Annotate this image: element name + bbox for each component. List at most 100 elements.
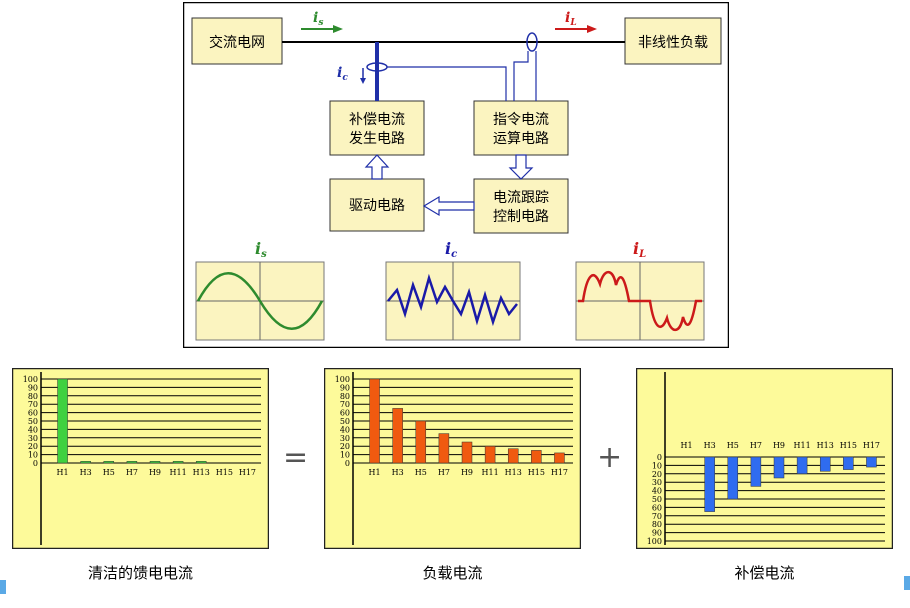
y-tick-label: 70 (28, 400, 38, 409)
x-tick-label: H7 (438, 468, 450, 477)
y-tick-label: 20 (28, 442, 38, 451)
x-tick-label: H3 (80, 468, 92, 477)
x-tick-label: H1 (681, 441, 693, 450)
x-tick-label: H1 (369, 468, 381, 477)
x-tick-label: H17 (551, 468, 568, 477)
bar-h5 (727, 456, 739, 500)
y-tick-label: 20 (652, 470, 662, 479)
y-tick-label: 60 (340, 409, 350, 418)
comp-gen-line1: 补偿电流 (349, 112, 405, 128)
y-tick-label: 70 (652, 512, 662, 521)
bar-h7 (126, 461, 138, 464)
y-tick-label: 80 (340, 392, 350, 401)
bar-h13 (507, 448, 519, 464)
caption-compensation-current: 补偿电流 (734, 564, 795, 582)
bar-h5 (103, 461, 115, 464)
caption-load-current: 负载电流 (422, 564, 483, 582)
waveform-ic-panel (385, 261, 521, 341)
comp-gen-line2: 发生电路 (349, 131, 405, 147)
x-tick-label: H1 (57, 468, 69, 477)
il-arrow: iL (555, 10, 597, 33)
bar-h5 (415, 420, 427, 464)
ic-feedback-wire (387, 66, 507, 101)
il-sensor (526, 32, 538, 52)
x-tick-label: H15 (528, 468, 545, 477)
source-box (191, 17, 283, 65)
y-tick-label: 40 (28, 425, 38, 434)
ic-top-label: ic (337, 65, 348, 83)
x-tick-label: H3 (704, 441, 716, 450)
waveform-ic (387, 273, 518, 327)
y-tick-label: 0 (33, 459, 38, 468)
chart-background (636, 368, 893, 549)
bar-h11 (484, 445, 496, 464)
bar-h11 (796, 456, 808, 475)
y-tick-label: 80 (652, 520, 662, 529)
y-tick-label: 60 (28, 409, 38, 418)
x-tick-label: H9 (461, 468, 473, 477)
is-arrow: is (301, 10, 343, 33)
y-tick-label: 20 (340, 442, 350, 451)
cmd-calc-line1: 指令电流 (493, 112, 549, 128)
waveform-il (578, 270, 702, 332)
y-tick-label: 60 (652, 503, 662, 512)
x-tick-label: H5 (103, 468, 115, 477)
y-tick-label: 50 (340, 417, 350, 426)
bar-h3 (392, 408, 403, 464)
bar-h3 (80, 461, 91, 464)
tracking-line2: 控制电路 (493, 209, 549, 225)
arrow-cmd-to-tracking (508, 154, 534, 180)
x-tick-label: H17 (863, 441, 880, 450)
bar-h1 (57, 378, 68, 464)
x-tick-label: H7 (750, 441, 762, 450)
y-tick-label: 40 (652, 487, 662, 496)
driver-box (329, 178, 425, 232)
y-tick-label: 10 (340, 451, 350, 460)
x-tick-label: H13 (193, 468, 210, 477)
tracking-box (473, 178, 569, 234)
bar-h9 (773, 456, 785, 479)
x-tick-label: H5 (415, 468, 427, 477)
filter-block-diagram: 交流电网 非线性负载 补偿电流 发生电路 指令电流 运算电路 驱动电路 电流跟踪… (183, 2, 729, 348)
wave-label-is: is (255, 239, 267, 260)
bar-h1 (369, 378, 380, 464)
x-tick-label: H7 (126, 468, 138, 477)
right-edge-marker (904, 576, 910, 590)
bar-h3 (704, 456, 715, 512)
load-box (624, 17, 722, 65)
arrow-tracking-to-driver (422, 195, 475, 217)
caption-clean-current: 清洁的馈电电流 (87, 564, 193, 582)
waveform-il-panel (575, 261, 705, 341)
y-tick-label: 100 (23, 375, 38, 384)
x-tick-label: H5 (727, 441, 739, 450)
y-tick-label: 10 (652, 461, 662, 470)
x-tick-label: H3 (392, 468, 404, 477)
x-tick-label: H11 (794, 441, 811, 450)
y-tick-label: 0 (657, 453, 662, 462)
bar-h17 (866, 456, 877, 468)
source-label: 交流电网 (209, 34, 265, 51)
bar-h9 (149, 461, 161, 464)
bar-h13 (819, 456, 831, 472)
wave-label-il: iL (633, 239, 646, 260)
y-tick-label: 80 (28, 392, 38, 401)
y-tick-label: 90 (652, 529, 662, 538)
il-feedback-wire (513, 51, 529, 101)
y-tick-label: 30 (340, 434, 350, 443)
cmd-calc-line2: 运算电路 (493, 131, 549, 147)
comp-gen-box (329, 100, 425, 156)
load-label: 非线性负载 (638, 35, 708, 51)
y-tick-label: 90 (340, 383, 350, 392)
y-tick-label: 90 (28, 383, 38, 392)
y-tick-label: 100 (647, 537, 662, 546)
equals-sign: = (283, 440, 309, 475)
y-tick-label: 50 (28, 417, 38, 426)
plus-sign: + (597, 440, 623, 475)
bar-h17 (554, 452, 565, 464)
waveform-is-panel (195, 261, 325, 341)
wave-label-ic: ic (445, 239, 457, 260)
y-tick-label: 30 (28, 434, 38, 443)
